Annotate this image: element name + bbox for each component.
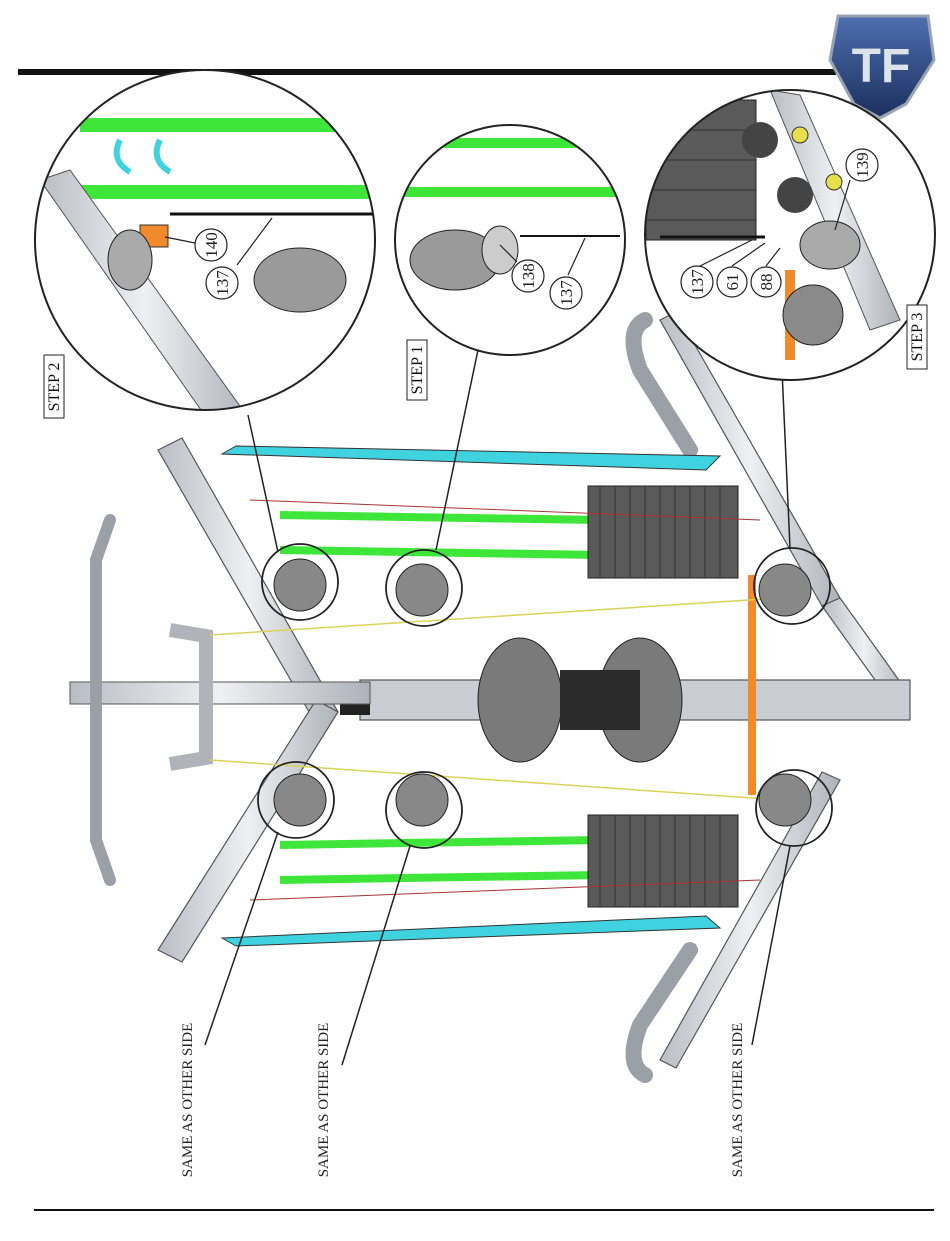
svg-text:STEP 1: STEP 1: [409, 346, 426, 395]
svg-text:140: 140: [202, 232, 221, 258]
logo-letters: TF: [852, 40, 911, 93]
same-as-other-side-note-1: SAME AS OTHER SIDE: [180, 1023, 196, 1178]
step2-label: STEP 2: [44, 355, 64, 418]
step1-label: STEP 1: [407, 340, 427, 400]
svg-text:88: 88: [757, 274, 776, 291]
svg-text:STEP 3: STEP 3: [909, 313, 926, 362]
svg-text:139: 139: [853, 152, 872, 178]
svg-text:137: 137: [557, 280, 576, 306]
same-as-other-side-note-3: SAME AS OTHER SIDE: [730, 1023, 746, 1178]
svg-text:61: 61: [723, 274, 742, 291]
same-as-other-side-note-2: SAME AS OTHER SIDE: [316, 1023, 332, 1178]
svg-text:137: 137: [213, 270, 232, 296]
header-rule: [18, 69, 836, 75]
svg-text:STEP 2: STEP 2: [46, 363, 63, 412]
svg-text:137: 137: [688, 269, 707, 295]
step3-label: STEP 3: [907, 305, 927, 369]
footer-rule: [34, 1209, 934, 1211]
detail-view-step1: [390, 120, 630, 360]
svg-text:138: 138: [519, 263, 538, 289]
